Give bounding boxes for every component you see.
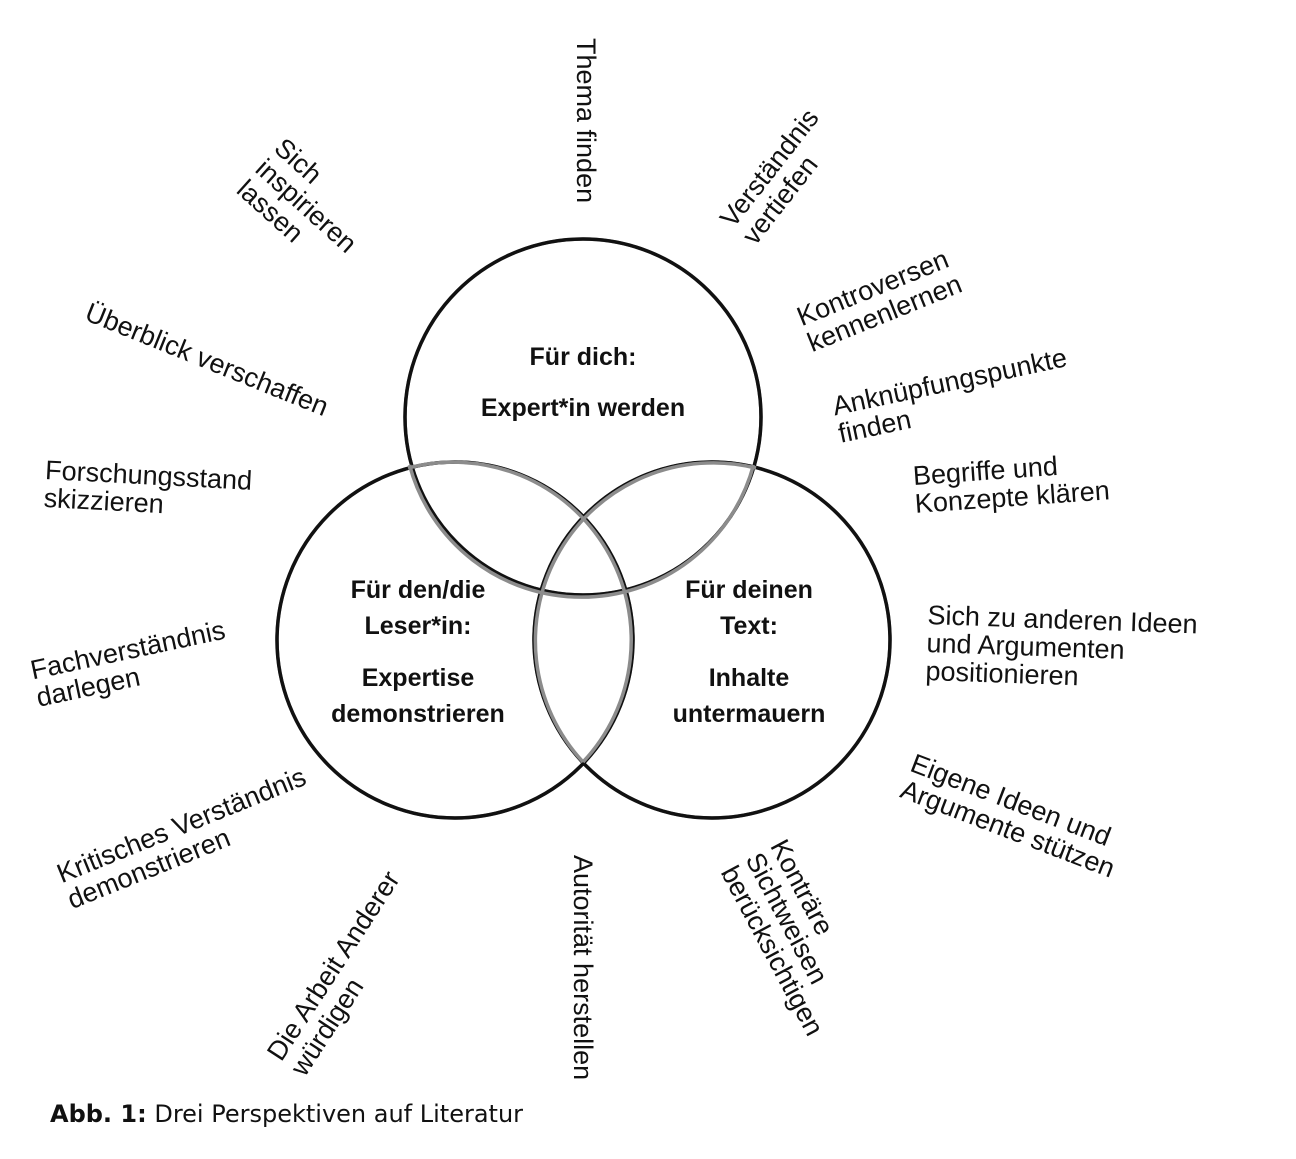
- figure-caption: Abb. 1: Drei Perspektiven auf Literatur: [50, 1100, 523, 1128]
- circle-right-subtitle-line2: untermauern: [673, 700, 826, 728]
- label-autoritaet-herstellen: Autorität herstellen: [568, 855, 598, 1081]
- circle-top-subtitle: Expert*in werden: [481, 394, 685, 422]
- circle-left-subtitle-line2: demonstrieren: [331, 700, 505, 728]
- circle-right-title-line2: Text:: [720, 612, 778, 640]
- circle-left-title-line2: Leser*in:: [365, 612, 472, 640]
- label-thema-finden: Thema finden: [571, 38, 601, 204]
- circle-left-subtitle-line1: Expertise: [362, 664, 475, 692]
- circle-top: [403, 237, 763, 597]
- circle-left-title-line1: Für den/die: [351, 576, 486, 604]
- overlap-arc-right: [533, 461, 757, 764]
- circle-right-subtitle-line1: Inhalte: [709, 664, 790, 692]
- overlap-arc-top: [407, 464, 756, 599]
- caption-text: Drei Perspektiven auf Literatur: [146, 1100, 524, 1128]
- label-sich-positionieren: Sich zu anderen Ideen und Argumenten pos…: [925, 600, 1199, 692]
- circle-top-title: Für dich:: [530, 343, 637, 371]
- label-forschungsstand-skizzieren: Forschungsstand skizzieren: [43, 455, 253, 520]
- caption-prefix: Abb. 1:: [50, 1100, 147, 1128]
- overlap-arc-left: [407, 460, 633, 764]
- circle-right-title-line1: Für deinen: [685, 576, 813, 604]
